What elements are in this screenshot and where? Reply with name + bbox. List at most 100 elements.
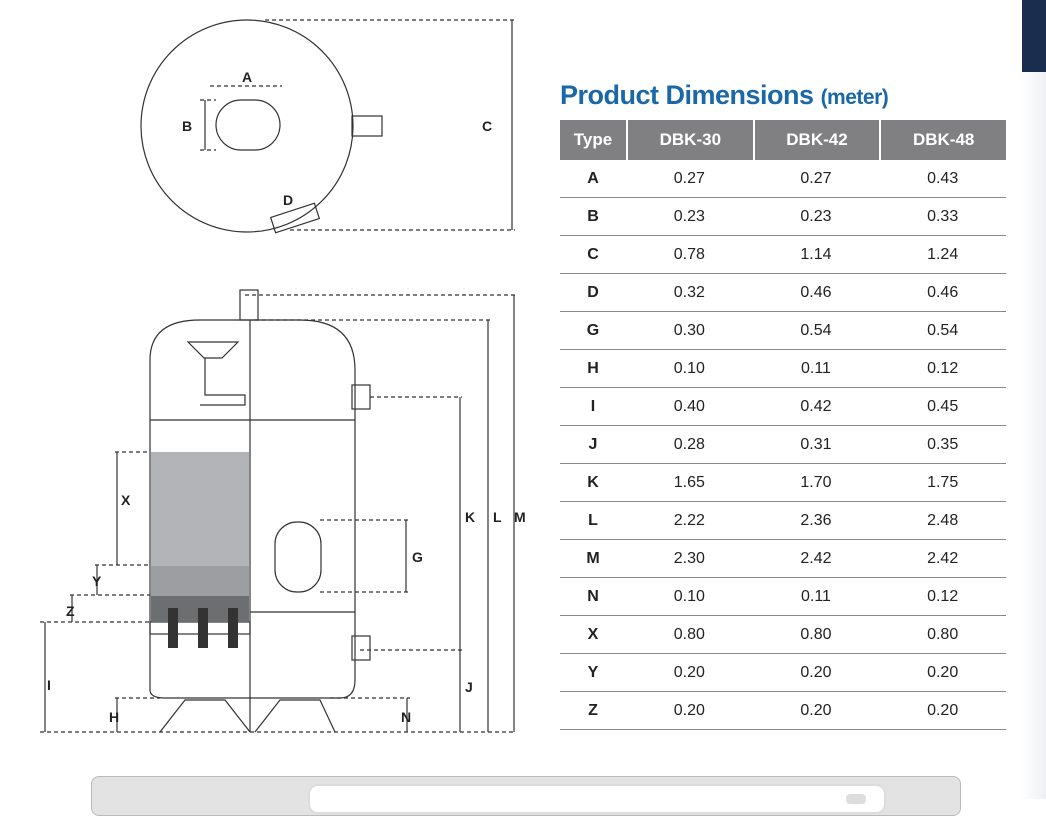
side-manway: [274, 521, 322, 593]
tank-legs: [159, 699, 336, 733]
media-layer-y: [151, 566, 249, 596]
value-cell: 0.11: [752, 350, 880, 388]
value-cell: 0.35: [879, 426, 1006, 464]
value-cell: 2.42: [752, 540, 880, 578]
media-layer-x: [151, 452, 249, 566]
row-type-cell: Z: [560, 692, 626, 730]
value-cell: 1.14: [752, 236, 880, 274]
label-m: M: [514, 509, 526, 525]
label-g: G: [412, 549, 423, 565]
value-cell: 0.31: [752, 426, 880, 464]
value-cell: 1.65: [626, 464, 753, 502]
value-cell: 0.40: [626, 388, 753, 426]
row-type-cell: I: [560, 388, 626, 426]
label-l: L: [493, 509, 502, 525]
row-type-cell: N: [560, 578, 626, 616]
label-y: Y: [92, 573, 102, 589]
value-cell: 0.20: [626, 654, 753, 692]
right-edge-panel: [1022, 72, 1046, 799]
value-cell: 0.32: [626, 274, 753, 312]
top-manway: [215, 99, 281, 151]
value-cell: 0.45: [879, 388, 1006, 426]
row-type-cell: C: [560, 236, 626, 274]
header-dbk-48: DBK-48: [879, 120, 1006, 160]
value-cell: 0.78: [626, 236, 753, 274]
bottom-input[interactable]: [308, 784, 886, 814]
title-main: Product Dimensions: [560, 80, 814, 110]
filter-tank-diagram: A B C D X Y Z I H K L M G J N: [40, 19, 526, 733]
value-cell: 0.80: [626, 616, 753, 654]
inlet-valve: [351, 384, 371, 410]
label-c: C: [482, 118, 492, 134]
row-type-cell: K: [560, 464, 626, 502]
value-cell: 0.42: [752, 388, 880, 426]
value-cell: 2.48: [879, 502, 1006, 540]
value-cell: 0.11: [752, 578, 880, 616]
distributor: [186, 341, 246, 406]
value-cell: 0.10: [626, 350, 753, 388]
value-cell: 0.54: [879, 312, 1006, 350]
tank-top-view: [140, 19, 354, 233]
value-cell: 0.23: [626, 198, 753, 236]
tank-body: [149, 410, 356, 699]
value-cell: 0.27: [626, 160, 753, 198]
value-cell: 1.70: [752, 464, 880, 502]
value-cell: 0.12: [879, 578, 1006, 616]
row-type-cell: Y: [560, 654, 626, 692]
label-z: Z: [66, 603, 75, 619]
value-cell: 0.12: [879, 350, 1006, 388]
row-type-cell: M: [560, 540, 626, 578]
value-cell: 0.54: [752, 312, 880, 350]
top-right-tab[interactable]: [1022, 0, 1046, 72]
value-cell: 2.30: [626, 540, 753, 578]
value-cell: 0.80: [879, 616, 1006, 654]
tank-top-dome: [149, 319, 356, 421]
header-type: Type: [560, 120, 626, 160]
label-d: D: [283, 192, 293, 208]
value-cell: 0.20: [879, 654, 1006, 692]
bottom-input-button[interactable]: [846, 794, 866, 804]
value-cell: 0.20: [752, 692, 880, 730]
value-cell: 2.36: [752, 502, 880, 540]
value-cell: 0.46: [752, 274, 880, 312]
value-cell: 0.20: [626, 692, 753, 730]
title-unit: (meter): [820, 86, 889, 109]
value-cell: 1.24: [879, 236, 1006, 274]
value-cell: 0.46: [879, 274, 1006, 312]
value-cell: 0.43: [879, 160, 1006, 198]
row-type-cell: B: [560, 198, 626, 236]
value-cell: 0.30: [626, 312, 753, 350]
label-n: N: [401, 709, 411, 725]
label-a: A: [242, 69, 252, 85]
row-type-cell: J: [560, 426, 626, 464]
row-type-cell: A: [560, 160, 626, 198]
value-cell: 0.20: [752, 654, 880, 692]
label-b: B: [182, 118, 192, 134]
header-dbk-42: DBK-42: [752, 120, 880, 160]
top-view-outlet: [269, 202, 321, 234]
row-type-cell: X: [560, 616, 626, 654]
value-cell: 2.22: [626, 502, 753, 540]
value-cell: 0.20: [879, 692, 1006, 730]
label-h: H: [109, 709, 119, 725]
value-cell: 1.75: [879, 464, 1006, 502]
header-dbk-30: DBK-30: [626, 120, 753, 160]
value-cell: 0.23: [752, 198, 880, 236]
row-type-cell: H: [560, 350, 626, 388]
table-header-row: Type DBK-30 DBK-42 DBK-48: [560, 120, 1006, 160]
page-title: Product Dimensions (meter): [560, 80, 889, 111]
